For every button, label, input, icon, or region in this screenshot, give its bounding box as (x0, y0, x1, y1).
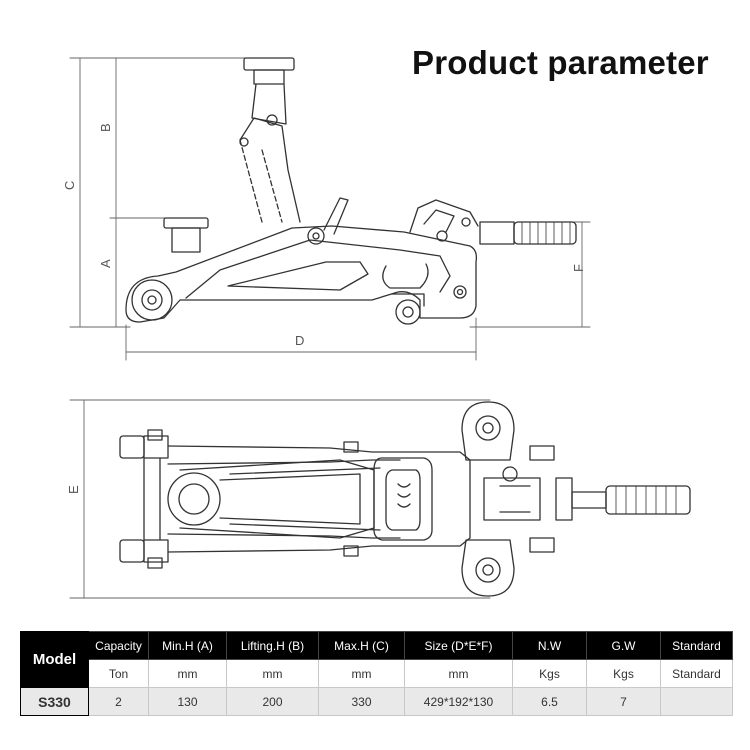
column-header: G.W (586, 631, 661, 660)
dim-label-c: C (62, 181, 77, 190)
side-view (69, 57, 591, 361)
value-cell (660, 687, 733, 716)
unit-cell: mm (148, 659, 227, 688)
value-cell: 6.5 (512, 687, 587, 716)
column-header: Capacity (88, 631, 149, 660)
unit-cell: mm (318, 659, 405, 688)
unit-cell: Kgs (586, 659, 661, 688)
spec-table: Model Capacity Min.H (A) Lifting.H (B) M… (20, 631, 733, 716)
column-header: Min.H (A) (148, 631, 227, 660)
table-units-row: Ton mm mm mm mm Kgs Kgs Standard (21, 659, 733, 688)
unit-cell: Standard (660, 659, 733, 688)
column-header: Size (D*E*F) (404, 631, 513, 660)
model-name-cell: S330 (20, 687, 89, 716)
dim-label-d: D (295, 333, 304, 348)
value-cell: 429*192*130 (404, 687, 513, 716)
unit-cell: mm (404, 659, 513, 688)
dim-label-e: E (66, 485, 81, 494)
dim-label-b: B (98, 123, 113, 132)
spec-table-container: Model Capacity Min.H (A) Lifting.H (B) M… (20, 631, 733, 716)
unit-cell: Kgs (512, 659, 587, 688)
unit-cell: mm (226, 659, 319, 688)
value-cell: 330 (318, 687, 405, 716)
column-header: Lifting.H (B) (226, 631, 319, 660)
column-header: Standard (660, 631, 733, 660)
table-row: S330 2 130 200 330 429*192*130 6.5 7 (20, 687, 733, 716)
value-cell: 200 (226, 687, 319, 716)
page-title: Product parameter (412, 44, 709, 81)
model-header-cell: Model (20, 631, 89, 688)
column-header: N.W (512, 631, 587, 660)
value-cell: 130 (148, 687, 227, 716)
unit-cell: Ton (88, 659, 149, 688)
column-header: Max.H (C) (318, 631, 405, 660)
dim-label-f: F (571, 264, 586, 272)
value-cell: 7 (586, 687, 661, 716)
value-cell: 2 (88, 687, 149, 716)
dim-label-a: A (98, 259, 113, 268)
table-header-row: Model Capacity Min.H (A) Lifting.H (B) M… (20, 631, 733, 688)
jack-technical-drawing: C B A D F E (62, 57, 691, 599)
top-view (69, 399, 691, 599)
